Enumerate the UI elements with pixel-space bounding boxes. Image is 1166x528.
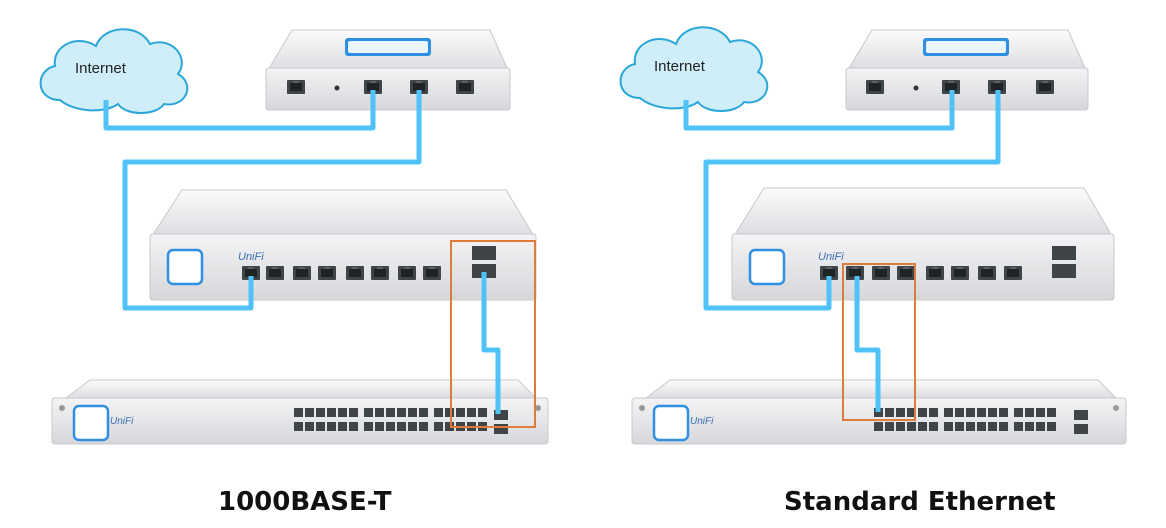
cable-gateway-switch (122, 90, 422, 311)
switch-8-port: UniFi (149, 189, 537, 301)
internet-cloud (39, 28, 189, 114)
cables (683, 90, 1001, 412)
cloud-label: Internet (654, 58, 706, 75)
svg-text:UniFi: UniFi (690, 416, 714, 427)
caption-1000base-t: 1000BASE-T (218, 487, 392, 517)
left-panel: Internet UniFi (39, 28, 549, 517)
cloud-label: Internet (75, 60, 127, 77)
cable-copper-uplink (854, 276, 881, 412)
security-gateway (265, 29, 511, 111)
cables (103, 90, 501, 414)
svg-text:UniFi: UniFi (818, 251, 844, 263)
right-panel: Internet UniFi (619, 26, 1127, 517)
svg-text:UniFi: UniFi (110, 416, 134, 427)
highlight-box (450, 240, 536, 428)
cable-gateway-switch (703, 90, 1001, 311)
highlight-box (842, 263, 916, 421)
switch-24-port: UniFi (51, 379, 549, 445)
caption-standard-ethernet: Standard Ethernet (784, 487, 1056, 517)
cable-sfp-uplink (481, 272, 501, 414)
security-gateway (845, 29, 1089, 111)
internet-cloud (619, 26, 769, 112)
svg-text:UniFi: UniFi (238, 251, 264, 263)
cable-internet-wan (683, 90, 955, 131)
cable-internet-wan (103, 90, 376, 131)
switch-8-port: UniFi (731, 187, 1115, 301)
